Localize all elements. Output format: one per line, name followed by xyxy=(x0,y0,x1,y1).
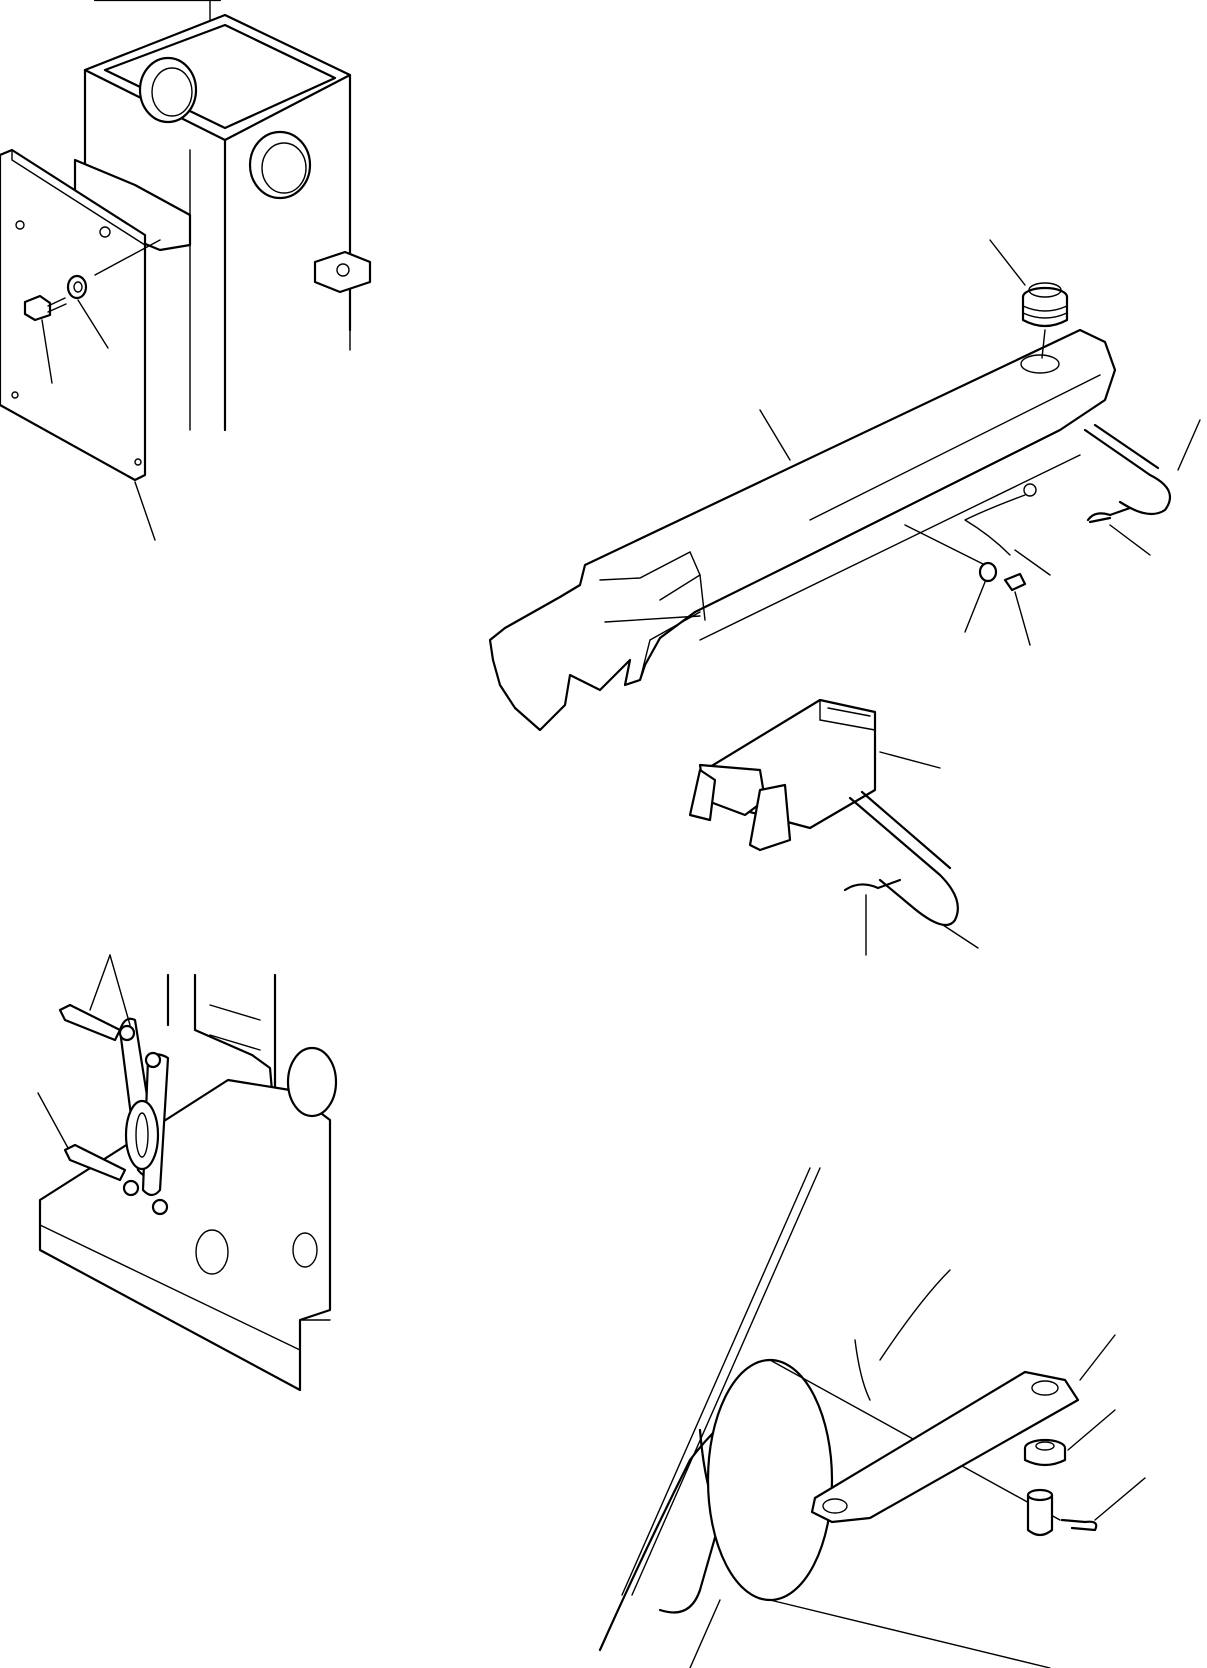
bar-bolt-washer xyxy=(964,561,1031,646)
frame-column-assembly xyxy=(0,0,372,541)
chain-pin-upper xyxy=(58,954,131,1042)
lynch-pin-upper xyxy=(1086,506,1151,556)
axle-pin xyxy=(1026,1477,1146,1537)
bore-bushing-upper xyxy=(138,56,198,124)
tow-hitch-receiver xyxy=(688,698,979,956)
axle-lynch-pin xyxy=(1060,1518,1098,1532)
chain-anchor-assembly xyxy=(37,954,338,1392)
grommet-hole xyxy=(1020,354,1060,374)
plate-bolt xyxy=(23,239,161,322)
axle-washer xyxy=(1023,1409,1116,1467)
lynch-pin-lower xyxy=(843,878,902,892)
plate-washer xyxy=(66,274,88,300)
axle-strap xyxy=(810,1370,1080,1524)
tow-bar xyxy=(488,328,1117,732)
axle-strap-assembly xyxy=(598,1167,1146,1668)
bore-bushing-side xyxy=(248,130,312,200)
chain xyxy=(118,1017,170,1216)
eye-hole xyxy=(286,1046,338,1118)
tow-bar-assembly xyxy=(488,239,1201,956)
lanyard-wire xyxy=(904,483,1051,576)
clamp-block xyxy=(313,250,372,294)
chain-pin-lower xyxy=(37,1092,127,1182)
rubber-grommet xyxy=(1021,282,1069,359)
u-pin-upper xyxy=(1083,419,1201,516)
